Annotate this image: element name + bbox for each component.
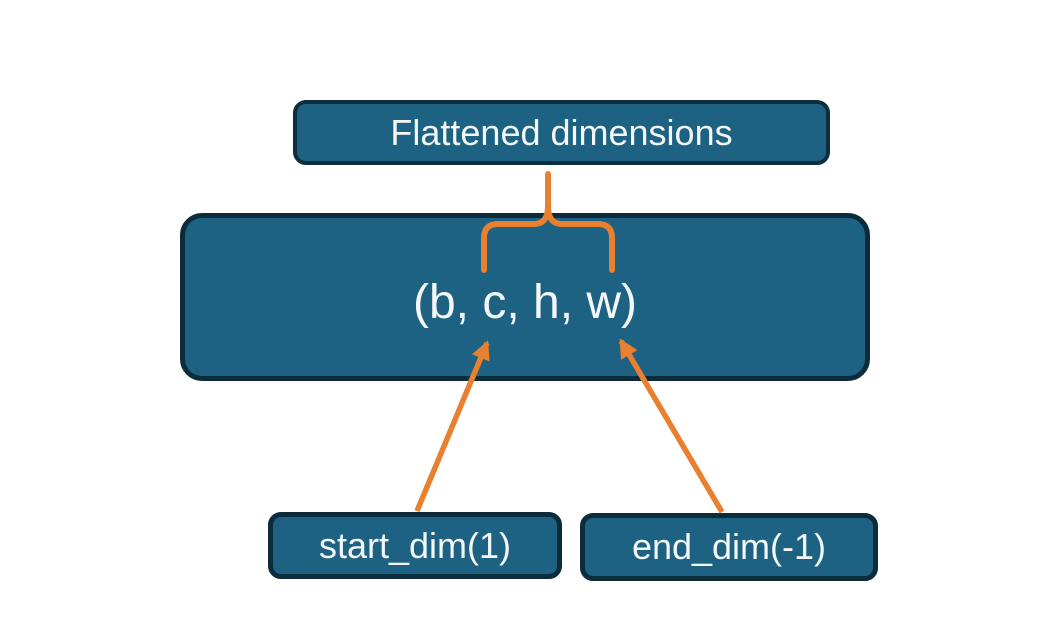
flattened-dimensions-label: Flattened dimensions (390, 111, 733, 153)
tensor-shape-node: (b, c, h, w) (180, 213, 870, 381)
end-dim-node: end_dim(-1) (580, 513, 878, 581)
start-dim-label: start_dim(1) (318, 524, 512, 566)
tensor-shape-label: (b, c, h, w) (412, 276, 638, 329)
end-dim-label: end_dim(-1) (631, 526, 827, 567)
flattened-dimensions-node: Flattened dimensions (293, 100, 830, 165)
start-dim-node: start_dim(1) (268, 512, 562, 579)
